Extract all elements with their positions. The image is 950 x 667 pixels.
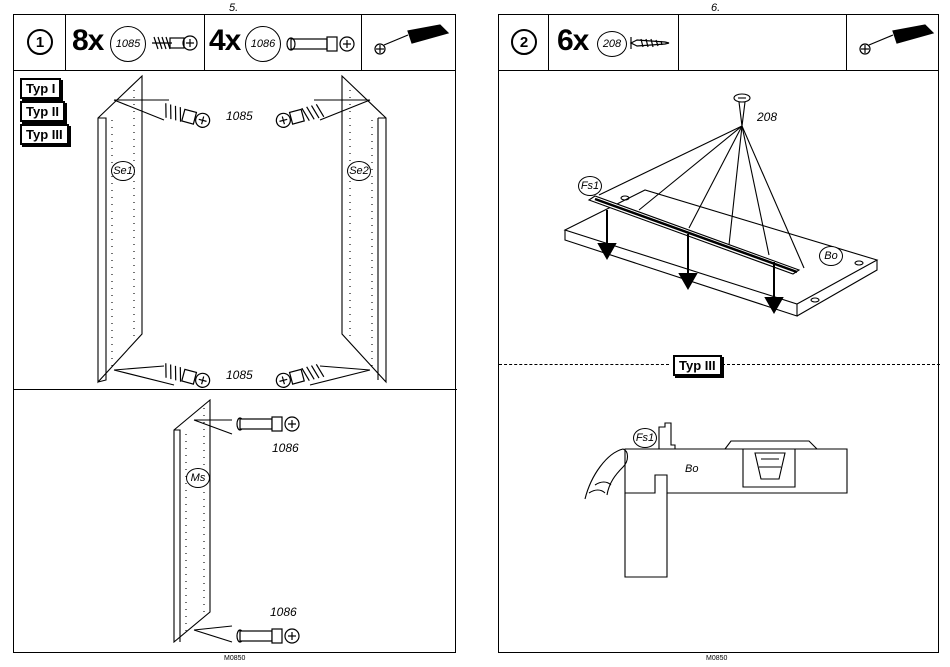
footer-code: M0850 [706,655,727,662]
detail-board-label: Bo [685,463,698,475]
part-number-circle: 1086 [245,26,281,62]
step-header: 1 8x 1085 4x 1086 [14,15,455,71]
board-rail-illustration [499,70,940,360]
quantity-label: 8x [72,24,103,58]
step-header: 2 6x 208 [499,15,938,71]
instruction-sheet-right: 2 6x 208 [498,14,939,653]
dashed-divider [717,364,940,365]
middle-panel-illustration [14,390,457,652]
screwdriver-icon [855,25,935,61]
step-number: 1 [27,29,53,55]
part-cell-1086: 4x 1086 [205,15,362,70]
footer-code: M0850 [224,655,245,662]
part-number-circle: 208 [597,31,627,57]
tool-cell [362,15,457,70]
board-label: Bo [819,246,843,266]
panel-label-se1: Se1 [111,161,135,181]
cam-bolt-icon [150,29,200,57]
step-cell: 1 [14,15,66,70]
part-number-circle: 1085 [110,26,146,62]
part-cell-1085: 8x 1085 [66,15,205,70]
fastener-label: 1086 [270,605,297,619]
empty-cell [679,15,847,70]
screw-label: 208 [757,110,777,124]
quantity-label: 4x [209,24,240,58]
page-number: 5. [229,2,238,14]
panel-label-ms: Ms [186,468,210,488]
step-cell: 2 [499,15,549,70]
cam-bolt-long-icon [285,33,357,55]
page-number: 6. [711,2,720,14]
quantity-label: 6x [557,24,588,58]
detail-illustration [499,405,940,595]
detail-rail-label: Fs1 [633,428,657,448]
fastener-label: 1085 [226,368,253,382]
instruction-sheet-left: 1 8x 1085 4x 1086 [13,14,456,653]
fastener-label: 1085 [226,109,253,123]
part-cell-208: 6x 208 [549,15,679,70]
panel-label-se2: Se2 [347,161,371,181]
type-label: Typ III [673,355,722,376]
wood-screw-icon [629,33,673,53]
tool-cell [847,15,940,70]
rail-label: Fs1 [578,176,602,196]
fastener-label: 1086 [272,441,299,455]
dashed-divider [499,364,669,365]
step-number: 2 [511,29,537,55]
screwdriver-icon [370,25,450,61]
